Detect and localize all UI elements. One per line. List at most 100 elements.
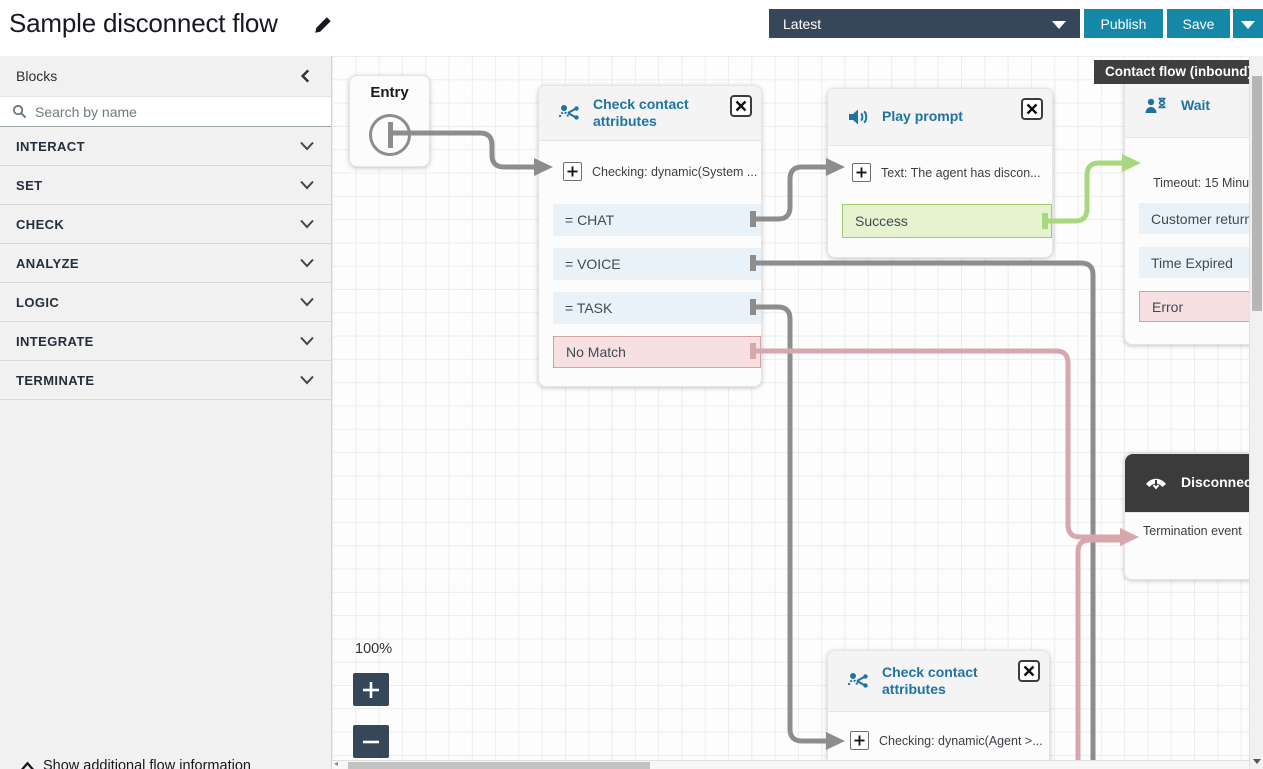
search-icon [13,105,27,119]
block-title: Wait [1181,96,1211,113]
parameter-text: Termination event [1143,524,1242,538]
disconnect-icon [1146,478,1166,490]
version-select[interactable]: Latest [769,9,1080,38]
flow-type-badge: Contact flow (inbound) [1094,60,1263,84]
branch-row-customer-returned[interactable]: Customer returned [1139,203,1263,234]
blocks-panel-header: Blocks [0,56,331,96]
block-title: Disconnect [1181,474,1257,491]
show-flow-info-link[interactable]: Show additional flow information [20,758,251,769]
category-label: INTERACT [16,138,85,154]
block-title: Check contact attributes [593,95,689,130]
entry-block[interactable]: Entry [349,75,430,167]
add-parameter-button[interactable] [852,163,871,182]
chevron-down-icon [1241,20,1255,29]
chevron-down-icon [300,141,314,151]
sidebar-category-logic[interactable]: LOGIC [0,283,331,322]
plus-icon [854,735,865,746]
branch-row-no-match[interactable]: No Match [553,336,761,368]
chevron-down-icon [300,375,314,385]
sidebar-category-interact[interactable]: INTERACT [0,127,331,166]
flow-canvas[interactable]: Entry Check contact attributes [332,56,1263,769]
sidebar-category-set[interactable]: SET [0,166,331,205]
branch-row-error[interactable]: Error [1139,291,1263,322]
parameter-text: Text: The agent has discon... [881,165,1041,180]
add-parameter-button[interactable] [563,162,582,181]
category-label: TERMINATE [16,372,95,388]
block-parameter: Timeout: 15 Minutes [1153,176,1263,190]
minus-icon [363,740,379,743]
check-contact-attributes-block-1[interactable]: Check contact attributes Checking: dynam… [538,85,762,387]
close-block-button[interactable] [1021,98,1043,120]
close-icon [735,100,747,112]
vertical-scrollbar-thumb[interactable] [1252,76,1262,311]
branch-row-list: Success [828,204,1052,250]
zoom-level-label: 100% [355,641,393,657]
top-toolbar: Sample disconnect flow Latest Publish Sa… [0,0,1263,56]
block-parameter: Termination event [1143,524,1242,538]
horizontal-scrollbar[interactable]: ◂ [332,759,1249,769]
check-contact-attributes-block-2[interactable]: Check contact attributes Checking: dynam… [827,650,1050,769]
close-block-button[interactable] [1018,660,1040,682]
check-contact-attributes-icon [848,673,868,688]
plus-icon [856,167,867,178]
save-button[interactable]: Save [1167,9,1230,38]
chevron-down-icon [1052,21,1066,29]
plus-icon [567,166,578,177]
block-parameter: Checking: dynamic(System ... [563,162,757,181]
page-title: Sample disconnect flow [9,8,278,38]
sidebar-category-check[interactable]: CHECK [0,205,331,244]
sidebar-category-integrate[interactable]: INTEGRATE [0,322,331,361]
close-icon [1023,665,1035,677]
entry-output-port[interactable] [369,114,411,156]
play-prompt-block[interactable]: Play prompt Text: The agent has discon..… [827,88,1053,258]
branch-row-success[interactable]: Success [842,204,1052,238]
close-block-button[interactable] [730,95,752,117]
zoom-out-button[interactable] [353,725,389,758]
scroll-down-arrow[interactable] [1253,759,1261,764]
blocks-panel-title: Blocks [16,68,58,84]
scroll-left-arrow[interactable]: ◂ [334,759,339,768]
branch-row-voice[interactable]: = VOICE [553,248,761,280]
zoom-in-button[interactable] [353,673,389,706]
chevron-down-icon [300,219,314,229]
entry-block-title: Entry [370,84,409,101]
block-parameter: Checking: dynamic(Agent >... [850,731,1043,750]
close-icon [1026,103,1038,115]
parameter-text: Checking: dynamic(Agent >... [879,733,1043,748]
disconnect-block[interactable]: Disconnect Termination event [1124,453,1263,580]
search-input[interactable] [35,103,319,120]
branch-row-chat[interactable]: = CHAT [553,204,761,236]
publish-button[interactable]: Publish [1084,9,1163,38]
add-parameter-button[interactable] [850,731,869,750]
chevron-down-icon [300,180,314,190]
branch-row-time-expired[interactable]: Time Expired [1139,247,1263,278]
save-more-button[interactable] [1233,9,1263,38]
category-label: SET [16,177,43,193]
block-parameter: Text: The agent has discon... [852,163,1041,182]
block-search [0,96,331,127]
parameter-text: Checking: dynamic(System ... [592,164,758,179]
sidebar-category-analyze[interactable]: ANALYZE [0,244,331,283]
edit-title-pencil-icon[interactable] [312,14,334,36]
block-title: Check contact attributes [882,663,978,698]
horizontal-scrollbar-thumb[interactable] [348,762,650,769]
check-contact-attributes-icon [559,105,579,120]
block-title: Play prompt [882,108,963,125]
parameter-text: Timeout: 15 Minutes [1153,176,1263,190]
version-select-value: Latest [783,15,822,32]
category-label: INTEGRATE [16,333,94,349]
block-header: Wait [1125,74,1263,138]
chevron-up-icon [21,760,34,769]
wait-icon [1145,97,1166,113]
vertical-scrollbar[interactable] [1249,56,1263,769]
wait-block[interactable]: Wait Timeout: 15 Minutes Customer return… [1124,73,1263,345]
branch-row-task[interactable]: = TASK [553,292,761,324]
collapse-sidebar-icon[interactable] [297,67,315,85]
sidebar-category-terminate[interactable]: TERMINATE [0,361,331,400]
chevron-down-icon [300,336,314,346]
connector-handle [388,122,393,148]
block-header: Disconnect [1125,454,1263,513]
